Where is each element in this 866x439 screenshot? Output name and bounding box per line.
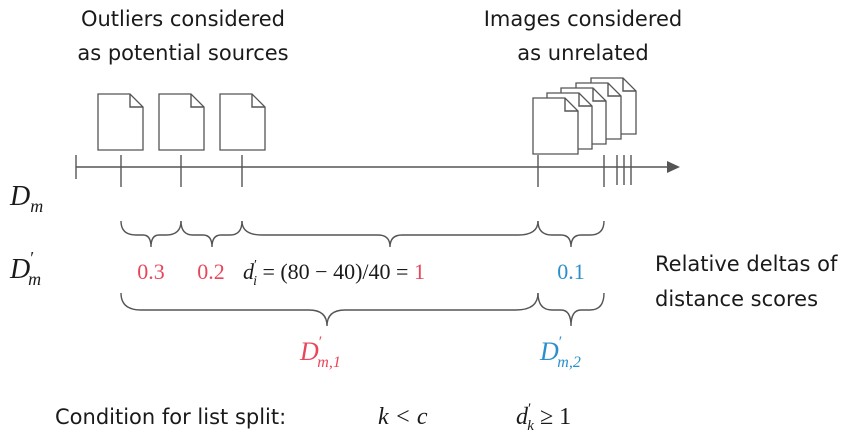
distance-axis [75,155,680,187]
dm-prime-label: D′m [9,248,41,289]
side-note-line2: distance scores [655,287,818,311]
delta-value-4: 0.1 [557,259,585,284]
condition-expr-1: k < c [378,404,428,430]
group-braces [120,292,605,327]
dm-label: Dm [9,181,43,216]
side-note-line1: Relative deltas of [655,252,838,276]
outliers-caption-line1: Outliers considered [81,7,285,31]
document-stack-icon [532,77,637,155]
condition-expr-2: d′k ≥ 1 [516,401,571,434]
outliers-caption-line2: as potential sources [77,41,288,65]
segment-braces [120,220,605,248]
group-label-1: D′m,1 [299,334,341,371]
document-icon [219,93,266,151]
unrelated-caption-line2: as unrelated [517,41,648,65]
delta-formula: d′i = (80 − 40)/40 = 1 [243,258,425,289]
delta-value-1: 0.3 [137,259,165,284]
document-icon [158,93,205,151]
condition-label: Condition for list split: [55,405,286,429]
document-icon [97,93,144,151]
delta-value-2: 0.2 [197,259,225,284]
group-label-2: D′m,2 [539,334,581,371]
unrelated-caption-line1: Images considered [484,7,683,31]
